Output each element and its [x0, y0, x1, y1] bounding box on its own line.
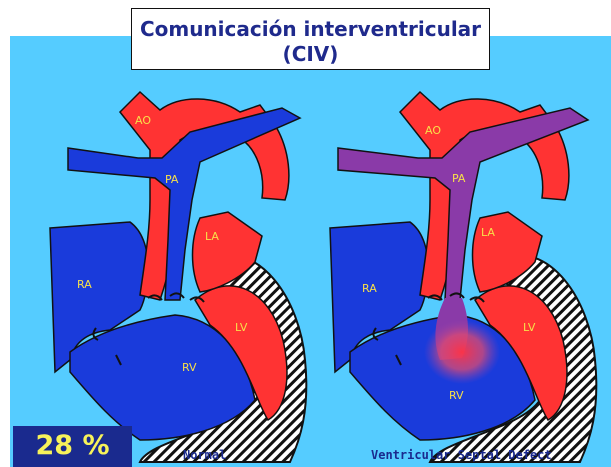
caption-vsd: Ventricular Septal Defect	[371, 448, 552, 462]
label-la: LA	[481, 226, 495, 239]
title-box: Comunicación interventricular (CIV)	[131, 8, 490, 70]
label-lv: LV	[235, 321, 248, 334]
heart-diagram-vsd-icon: AO PA LA RA LV RV	[330, 92, 596, 462]
label-ao: AO	[425, 124, 441, 137]
heart-diagram-normal-icon: AO PA LA RA LV RV	[50, 92, 306, 462]
label-ra: RA	[77, 278, 92, 291]
percentage-badge: 28 %	[13, 426, 132, 467]
label-lv: LV	[523, 321, 536, 334]
label-ao: AO	[135, 114, 151, 127]
label-rv: RV	[449, 389, 464, 402]
title-line-1: Comunicación interventricular	[132, 17, 489, 41]
label-pa: PA	[165, 173, 179, 186]
percentage-label: 28 %	[13, 430, 132, 461]
label-la: LA	[205, 230, 219, 243]
septal-defect-shunt	[424, 320, 500, 384]
label-ra: RA	[362, 282, 377, 295]
title-line-2: (CIV)	[132, 42, 489, 66]
caption-normal: Normal	[183, 448, 226, 462]
label-rv: RV	[182, 361, 197, 374]
label-pa: PA	[452, 172, 466, 185]
